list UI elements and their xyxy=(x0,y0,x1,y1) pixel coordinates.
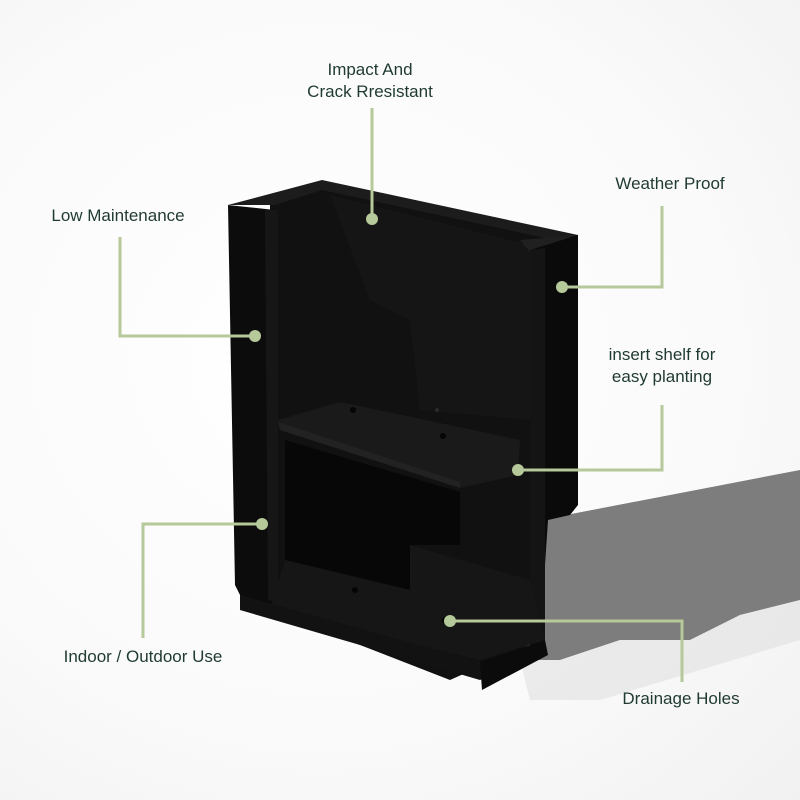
callout-impact-line1: Impact And xyxy=(327,60,413,79)
callout-weather-line1: Weather Proof xyxy=(615,174,725,193)
callout-low-maintenance-line1: Low Maintenance xyxy=(51,206,185,225)
insert-shelf xyxy=(278,402,520,488)
callout-dots xyxy=(249,213,568,627)
dot-weather xyxy=(556,281,568,293)
dot-indoor xyxy=(256,518,268,530)
callout-shelf-line1: insert shelf for xyxy=(608,345,716,364)
callout-indoor-outdoor: Indoor / Outdoor Use xyxy=(46,646,240,668)
callout-impact-line2: Crack Rresistant xyxy=(307,82,433,101)
callout-insert-shelf: insert shelf for easy planting xyxy=(592,344,732,388)
dot-impact xyxy=(366,213,378,225)
line-weather xyxy=(563,206,664,289)
callout-drainage-holes: Drainage Holes xyxy=(608,688,754,710)
callout-lines xyxy=(118,108,684,682)
base-floor xyxy=(270,545,545,660)
dot-shelf xyxy=(512,464,524,476)
cast-shadow xyxy=(520,470,800,660)
dot-low-maintenance xyxy=(249,330,261,342)
line-drainage xyxy=(450,619,684,682)
callout-impact-resistant: Impact And Crack Rresistant xyxy=(300,59,440,103)
line-shelf xyxy=(518,405,664,472)
dot-drainage xyxy=(444,615,456,627)
callout-low-maintenance: Low Maintenance xyxy=(36,205,200,227)
line-indoor xyxy=(141,522,262,638)
callout-indoor-line1: Indoor / Outdoor Use xyxy=(63,647,223,666)
callout-shelf-line2: easy planting xyxy=(611,367,713,386)
callout-weather-proof: Weather Proof xyxy=(600,173,740,195)
line-low-maintenance xyxy=(118,237,255,338)
callout-drainage-line1: Drainage Holes xyxy=(622,689,740,708)
left-side-panel xyxy=(228,205,275,610)
